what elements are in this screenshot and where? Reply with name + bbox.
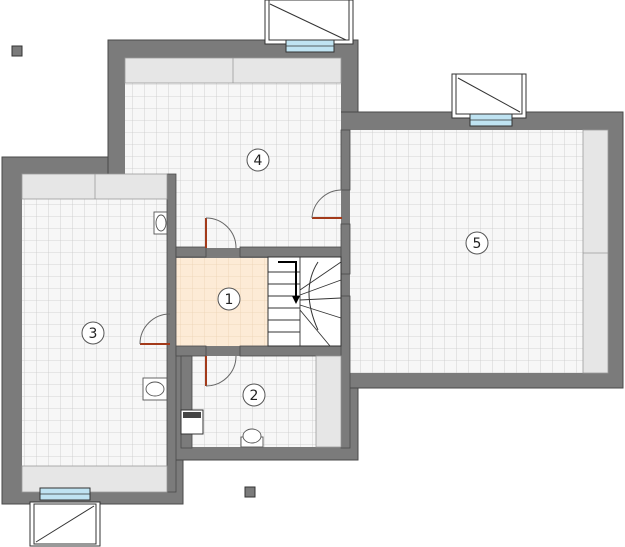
pillar-icon — [11, 45, 23, 57]
room-label-room-large: 5 — [465, 231, 489, 255]
washbasin-icon — [153, 211, 168, 235]
window-icon — [264, 0, 354, 53]
door-swing-icon — [205, 217, 237, 249]
window-icon — [29, 487, 101, 547]
windows — [29, 0, 527, 547]
door-swing-icon — [311, 189, 343, 219]
room-labels: 1 2 3 4 5 — [81, 148, 489, 407]
door-swing-icon — [205, 355, 237, 387]
stairs-icon — [267, 256, 342, 347]
window-icon — [451, 73, 527, 127]
svg-text:2: 2 — [250, 388, 259, 404]
boiler-icon — [180, 409, 204, 435]
toilet-icon — [240, 428, 264, 448]
washbasin-icon — [142, 377, 168, 401]
pillar-icon — [244, 486, 256, 498]
room-label-bathroom: 2 — [242, 383, 266, 407]
room-label-room-top: 4 — [246, 148, 270, 172]
svg-text:1: 1 — [225, 292, 234, 308]
door-swing-icon — [139, 313, 171, 345]
interior-walls — [166, 129, 351, 493]
doors — [139, 189, 343, 387]
room-label-hall: 1 — [217, 287, 241, 311]
svg-text:3: 3 — [89, 326, 98, 342]
built-in-counters — [21, 57, 609, 493]
room-floors — [22, 58, 608, 492]
room-label-room-left: 3 — [81, 321, 105, 345]
svg-text:5: 5 — [473, 236, 482, 252]
svg-text:4: 4 — [254, 153, 263, 169]
floor-bathroom — [192, 356, 340, 447]
